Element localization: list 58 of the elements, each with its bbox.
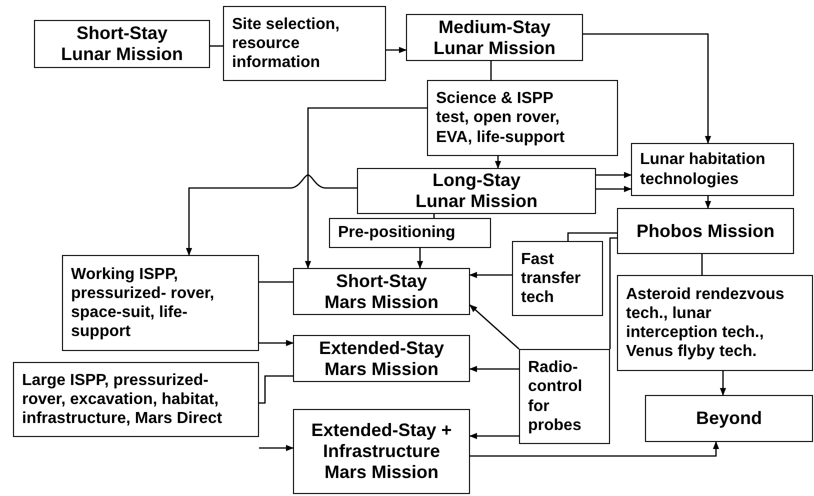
technology-text: Large ISPP, pressurized-rover, excavation, habitat, infrastructure, Mars Direct <box>22 370 224 428</box>
mission-title: Beyond <box>696 408 762 429</box>
arrow <box>469 432 519 440</box>
mission-title: Extended-Stay Mars Mission <box>318 338 446 380</box>
mission-title: Short-Stay Lunar Mission <box>60 23 184 65</box>
technology-text: Asteroid rendezvous tech., lunar interception tech., Venus flyby tech. <box>626 284 786 362</box>
mission-title: Long-Stay Lunar Mission <box>414 170 538 212</box>
connector-line <box>210 45 223 47</box>
technology-text: Fast transfer tech <box>521 250 582 308</box>
technology-box <box>519 349 610 444</box>
technology-box <box>512 241 603 316</box>
technology-text: Radio-control for probes <box>528 358 584 435</box>
connector-line <box>259 375 293 404</box>
connector-line <box>490 61 492 80</box>
mission-box <box>293 268 470 315</box>
connector-line <box>609 237 617 349</box>
mission-box <box>357 168 596 214</box>
arrow <box>386 46 407 54</box>
arrow <box>259 340 294 346</box>
technology-text: Working ISPP, pressurized- rover, space-suit, life-support <box>71 264 216 342</box>
arrow <box>583 33 712 144</box>
arrow <box>494 156 502 169</box>
arrow <box>596 172 632 178</box>
arrow <box>186 174 357 256</box>
technology-box <box>13 362 259 437</box>
arrow <box>304 107 427 269</box>
arrow <box>704 196 712 209</box>
arrow <box>720 371 726 396</box>
connector-line <box>701 254 703 275</box>
technology-text: Site selection, resource information <box>232 14 341 72</box>
arrow <box>259 444 294 452</box>
technology-text: Lunar habitation technologies <box>640 150 766 189</box>
technology-box <box>427 80 618 156</box>
mission-title: Medium-Stay Lunar Mission <box>432 16 556 58</box>
technology-box <box>329 218 491 248</box>
mission-title: Extended-Stay + Infrastructure Mars Mission <box>310 420 453 483</box>
mission-box <box>293 409 470 494</box>
mission-title: Phobos Mission <box>636 220 774 242</box>
mission-box <box>34 20 210 68</box>
mission-box <box>645 395 813 442</box>
arrow <box>469 366 519 372</box>
arrow <box>469 304 520 350</box>
technology-box <box>617 275 813 371</box>
technology-text: Pre-positioning <box>338 223 456 243</box>
connector-line <box>567 232 617 241</box>
technology-text: Science & ISPP test, open rover, EVA, life-support <box>436 89 566 147</box>
mission-box <box>406 14 583 61</box>
technology-box <box>223 6 386 81</box>
mission-box <box>617 208 794 254</box>
arrow <box>470 441 720 457</box>
arrow <box>469 272 512 278</box>
mission-box <box>293 335 470 382</box>
arrow <box>416 248 424 269</box>
technology-box <box>62 255 259 351</box>
technology-box <box>631 143 794 196</box>
connector-line <box>259 281 293 283</box>
arrow <box>596 186 632 192</box>
mission-title: Short-Stay Mars Mission <box>323 270 440 312</box>
